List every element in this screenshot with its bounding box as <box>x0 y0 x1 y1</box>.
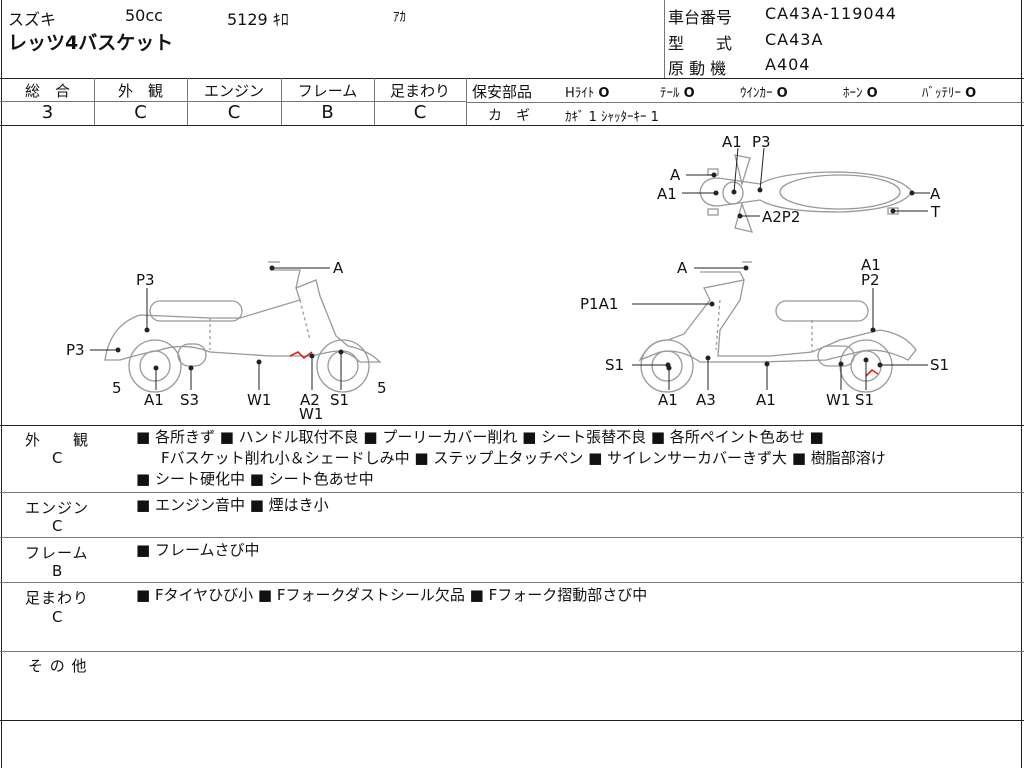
label-left-5-rear: 5 <box>377 379 387 397</box>
maker: スズキ <box>8 10 57 29</box>
engine-model-value: A404 <box>765 55 811 74</box>
label-left-w1: W1 <box>247 391 271 409</box>
mileage: 5129 ｷﾛ <box>227 10 289 29</box>
damage-mark-left <box>289 351 313 360</box>
section-other-label: そ の 他 <box>28 657 88 675</box>
engine-notes-line-1: ■ エンジン音中 ■ 煙はき小 <box>136 496 329 514</box>
label-top-a1-left: A1 <box>657 185 677 203</box>
safety-horn: ﾎｰﾝ O <box>843 86 878 101</box>
label-top-a1: A1 <box>722 133 742 151</box>
grade-engine-label: エンジン <box>203 82 264 100</box>
label-left-p3-side: P3 <box>66 341 85 359</box>
section-frame-label: フレーム <box>25 544 89 562</box>
exterior-notes-line-3: ■ シート硬化中 ■ シート色あせ中 <box>136 470 374 488</box>
key-value: ｶｷﾞ 1 ｼｬｯﾀｰｷｰ 1 <box>565 110 659 125</box>
label-left-5-front: 5 <box>112 379 122 397</box>
safety-battery: ﾊﾞｯﾃﾘｰ O <box>922 86 977 101</box>
label-top-t: T <box>930 203 941 221</box>
scooter-left-view <box>104 261 382 393</box>
section-suspension-label: 足まわり <box>25 589 90 607</box>
label-right-p2: P2 <box>861 271 880 289</box>
grade-suspension-label: 足まわり <box>389 82 450 100</box>
type-value: CA43A <box>765 30 824 49</box>
label-right-s1-front: S1 <box>605 356 624 374</box>
label-top-p3: P3 <box>752 133 771 151</box>
label-right-s1-bottom: S1 <box>855 391 874 409</box>
scooter-top-view <box>699 154 913 233</box>
grade-engine-value: C <box>227 102 241 123</box>
suspension-notes-line-1: ■ Fタイヤひび小 ■ Fフォークダストシール欠品 ■ Fフォーク摺動部さび中 <box>136 586 648 604</box>
frame-number: CA43A-119044 <box>765 4 897 23</box>
label-right-a1-front: A1 <box>658 391 678 409</box>
safety-headlight-mark: O <box>598 86 610 101</box>
label-top-a-right: A <box>930 185 941 203</box>
label-left-a1: A1 <box>144 391 164 409</box>
section-suspension-grade: C <box>52 608 64 626</box>
damage-diagram: A1 P3 A A1 A A2P2 T P3 A P3 5 A1 S3 W1 A… <box>66 133 949 423</box>
label-left-s3: S3 <box>180 391 199 409</box>
grade-exterior-label: 外 観 <box>117 82 163 100</box>
section-engine-label: エンジン <box>25 499 90 517</box>
label-left-p3-top: P3 <box>136 271 155 289</box>
safety-headlight: Hﾗｲﾄ O <box>565 86 610 101</box>
engine-model-label: 原 動 機 <box>668 59 727 78</box>
label-left-a2: A2 <box>300 391 320 409</box>
label-right-p1a1: P1A1 <box>580 295 618 313</box>
grade-overall-value: 3 <box>41 102 54 123</box>
label-right-a: A <box>677 259 688 277</box>
model-name: レッツ4バスケット <box>8 32 174 54</box>
displacement: 50cc <box>125 6 163 25</box>
grade-suspension-value: C <box>413 102 427 123</box>
grade-frame-label: フレーム <box>297 82 358 100</box>
label-right-w1: W1 <box>826 391 850 409</box>
label-top-a2p2: A2P2 <box>762 208 800 226</box>
grade-overall-label: 総 合 <box>24 82 70 100</box>
color: ｱｶ <box>393 10 406 25</box>
safety-taillight-mark: O <box>683 86 695 101</box>
safety-horn-mark: O <box>866 86 878 101</box>
safety-winker-mark: O <box>776 86 788 101</box>
safety-battery-mark: O <box>965 86 977 101</box>
frame-notes-line-1: ■ フレームさび中 <box>136 541 260 559</box>
label-right-s1-rear: S1 <box>930 356 949 374</box>
frame-number-label: 車台番号 <box>668 8 733 27</box>
damage-mark-right <box>865 368 879 377</box>
grade-exterior-value: C <box>134 102 147 123</box>
label-top-a-left: A <box>670 166 681 184</box>
type-label: 型 式 <box>668 34 733 53</box>
section-exterior-label: 外 観 <box>25 431 90 449</box>
label-left-w1-lower: W1 <box>299 405 323 423</box>
section-engine-grade: C <box>52 517 64 535</box>
label-right-a3: A3 <box>696 391 716 409</box>
label-right-a1-mid: A1 <box>756 391 776 409</box>
label-right-a1: A1 <box>861 256 881 274</box>
grade-frame-value: B <box>321 102 334 123</box>
label-left-s1: S1 <box>330 391 349 409</box>
section-frame-grade: B <box>52 562 64 580</box>
exterior-notes-line-2: Fバスケット削れ小＆シェードしみ中 ■ ステップ上タッチペン ■ サイレンサーカ… <box>161 449 886 467</box>
safety-parts-label: 保安部品 <box>472 83 533 101</box>
label-left-a: A <box>333 259 344 277</box>
safety-winker: ｳｲﾝｶｰ O <box>740 86 788 101</box>
exterior-notes-line-1: ■ 各所きず ■ ハンドル取付不良 ■ プーリーカバー削れ ■ シート張替不良 … <box>136 428 824 446</box>
section-exterior-grade: C <box>52 449 64 467</box>
safety-taillight: ﾃｰﾙ O <box>660 86 695 101</box>
key-label: カ ギ <box>488 108 530 124</box>
